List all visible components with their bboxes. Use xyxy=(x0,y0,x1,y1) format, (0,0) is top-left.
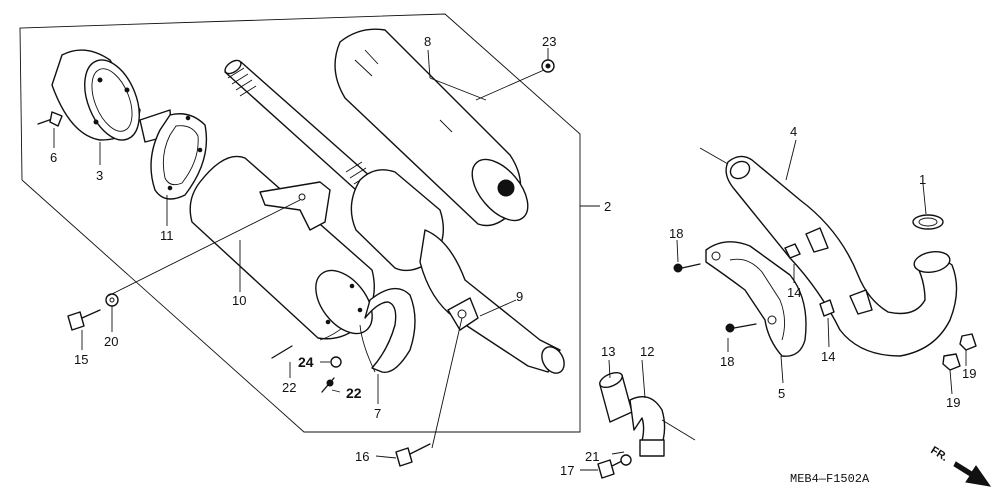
group-boundary xyxy=(19,13,581,433)
washer-24 xyxy=(330,356,342,368)
bolt-18-upper xyxy=(673,263,701,273)
callout-19-upper: 19 xyxy=(962,366,976,381)
callout-19-lower: 19 xyxy=(946,395,960,410)
diagram-code: MEB4—F1502A xyxy=(790,472,870,486)
rivet xyxy=(37,111,63,127)
callout-15: 15 xyxy=(74,352,88,367)
callout-3: 3 xyxy=(96,168,103,183)
callout-4: 4 xyxy=(790,124,797,139)
callout-16: 16 xyxy=(355,449,369,464)
callout-18-lower: 18 xyxy=(720,354,734,369)
callout-11: 11 xyxy=(160,228,174,243)
callout-8: 8 xyxy=(424,34,431,49)
mounting-band xyxy=(359,287,416,374)
exhaust-gasket xyxy=(912,214,944,230)
bolt-17 xyxy=(597,459,625,479)
callout-20: 20 xyxy=(104,334,118,349)
callout-23: 23 xyxy=(542,34,556,49)
bolt-18-lower xyxy=(725,323,757,333)
callout-12: 12 xyxy=(640,344,654,359)
callout-9: 9 xyxy=(516,289,523,304)
heat-guard xyxy=(705,241,807,357)
callout-22-lower: 22 xyxy=(346,385,362,401)
joint-clamp xyxy=(629,396,666,457)
callout-10: 10 xyxy=(232,293,246,308)
callout-13: 13 xyxy=(601,344,615,359)
silencer-cover xyxy=(334,28,529,227)
callout-21: 21 xyxy=(585,449,599,464)
end-cap-gasket xyxy=(139,109,208,200)
leader-lines xyxy=(53,48,967,471)
end-cap xyxy=(51,49,141,141)
nut-19-lower xyxy=(942,353,961,371)
callout-18-upper: 18 xyxy=(669,226,683,241)
callout-14-upper: 14 xyxy=(787,285,801,300)
clip-14-upper xyxy=(784,243,801,259)
callout-14-lower: 14 xyxy=(821,349,835,364)
collar xyxy=(599,371,633,423)
callout-7: 7 xyxy=(374,406,381,421)
bolt-16 xyxy=(395,443,431,467)
silencer-core xyxy=(350,169,565,374)
callout-6: 6 xyxy=(50,150,57,165)
clip-14-lower xyxy=(819,299,835,317)
callout-22-upper: 22 xyxy=(282,380,296,395)
callout-5: 5 xyxy=(778,386,785,401)
callout-17: 17 xyxy=(560,463,574,478)
bolt-15 xyxy=(67,309,101,331)
rivet-22 xyxy=(271,345,293,359)
washer-21 xyxy=(620,454,632,466)
callout-1: 1 xyxy=(919,172,926,187)
muffler-body xyxy=(189,155,375,341)
callout-24: 24 xyxy=(298,354,314,370)
nut-19-upper xyxy=(959,333,977,351)
callout-2: 2 xyxy=(604,199,611,214)
front-direction-arrow-icon: FR. xyxy=(928,444,992,487)
svg-text:FR.: FR. xyxy=(928,444,949,464)
